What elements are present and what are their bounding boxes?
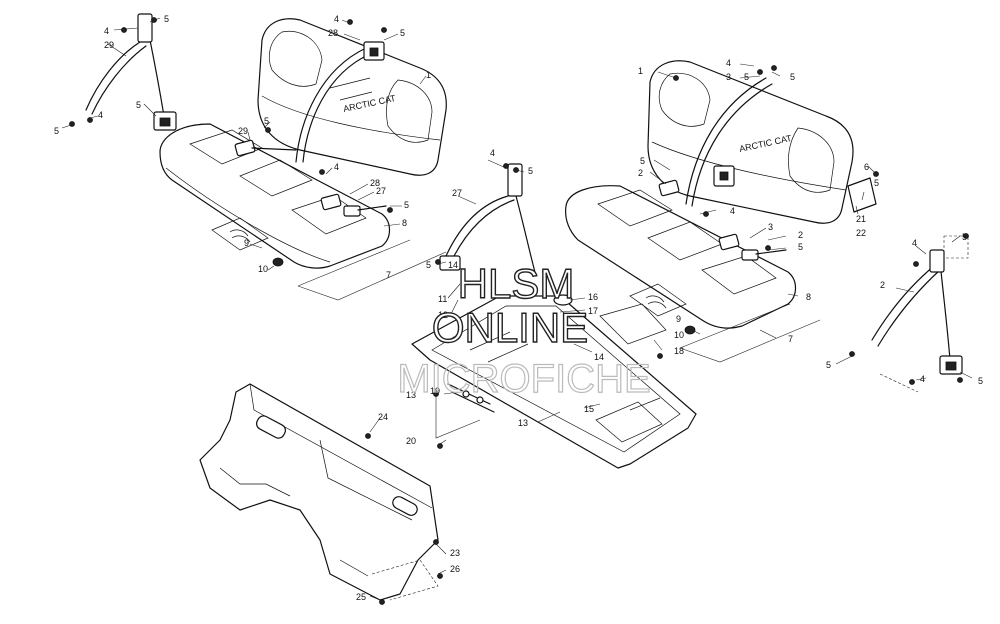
callout: 4: [920, 374, 925, 384]
callout: 26: [450, 564, 460, 574]
callout: 1: [638, 66, 643, 76]
callout: 20: [406, 436, 416, 446]
callout: 5: [426, 260, 431, 270]
right-seat-belt-upper[interactable]: [685, 77, 773, 207]
callout: 9: [676, 314, 681, 324]
callout: 5: [962, 232, 967, 242]
callout: 5: [744, 72, 749, 82]
callout: 29: [104, 40, 114, 50]
callout: 4: [334, 14, 339, 24]
right-seat-bumper: [684, 325, 696, 335]
callout: 18: [674, 346, 684, 356]
callout: 5: [826, 360, 831, 370]
callout: 28: [370, 178, 380, 188]
left-seat-belt-upper[interactable]: [295, 41, 385, 163]
right-seat-belt-buckles[interactable]: [658, 179, 787, 261]
callout: 6: [864, 162, 869, 172]
callout: 4: [490, 148, 495, 158]
callout: 12: [438, 310, 448, 320]
callout: 5: [640, 156, 645, 166]
callout: 24: [378, 412, 388, 422]
hinge-bracket-line: [435, 396, 481, 439]
watermark: HLSM ONLINE MICROFICHE: [397, 259, 652, 401]
callout: 27: [452, 188, 462, 198]
callout: 4: [912, 238, 917, 248]
leader-lines: [61, 17, 973, 601]
watermark-line3: MICROFICHE: [397, 357, 650, 401]
callout: 4: [334, 162, 339, 172]
callout: 11: [438, 294, 447, 304]
callout: 27: [376, 186, 386, 196]
right-seat-mount-bracket: [847, 177, 877, 213]
callout: 16: [588, 292, 598, 302]
right-outer-seat-belt[interactable]: [871, 235, 969, 393]
callout: 5: [54, 126, 59, 136]
callout: 7: [386, 270, 391, 280]
callout: 21: [856, 214, 866, 224]
left-seat-bracket-line: [297, 239, 447, 301]
callout: 2: [798, 230, 803, 240]
watermark-line1: HLSM: [458, 260, 575, 307]
callout-labels: 5 4 29 5 5 4 4 28 5 1 29 5 4 28 27 5 8 9…: [54, 14, 983, 602]
right-seat-pad: [629, 283, 687, 317]
callout: 2: [638, 168, 643, 178]
callout: 7: [788, 334, 793, 344]
callout: 5: [404, 200, 409, 210]
hardware-fasteners: [69, 17, 969, 605]
callout: 10: [674, 330, 684, 340]
callout: 5: [798, 242, 803, 252]
center-seat-belt[interactable]: [439, 163, 537, 277]
callout: 10: [258, 264, 268, 274]
callout: 5: [164, 14, 169, 24]
callout: 4: [730, 206, 735, 216]
callout: 5: [978, 376, 983, 386]
callout: 2: [880, 280, 885, 290]
callout: 5: [136, 100, 141, 110]
left-seat-backrest[interactable]: ARCTIC CAT: [257, 18, 447, 176]
callout: 3: [726, 72, 731, 82]
callout: 17: [588, 306, 598, 316]
callout: 4: [98, 110, 103, 120]
callout: 5: [790, 72, 795, 82]
callout: 8: [402, 218, 407, 228]
callout: 9: [244, 238, 249, 248]
watermark-line2: ONLINE: [432, 304, 588, 351]
callout: 25: [356, 592, 366, 602]
right-seat-bracket-line: [679, 303, 821, 363]
left-seat-bumper: [272, 257, 284, 267]
callout: 29: [238, 126, 248, 136]
callout: 22: [856, 228, 866, 238]
callout: 14: [594, 352, 604, 362]
left-seat-pad: [211, 217, 269, 251]
callout: 19: [430, 386, 440, 396]
callout: 28: [328, 28, 338, 38]
callout: 1: [426, 70, 431, 80]
callout: 15: [584, 404, 594, 414]
callout: 13: [406, 390, 416, 400]
callout: 3: [768, 222, 773, 232]
callout: 5: [264, 116, 269, 126]
callout: 5: [874, 178, 879, 188]
left-outer-seat-belt[interactable]: [85, 13, 177, 131]
rear-bulkhead-panel[interactable]: [199, 383, 439, 601]
callout: 5: [400, 28, 405, 38]
callout: 5: [528, 166, 533, 176]
callout: 14: [448, 260, 458, 270]
callout: 4: [104, 26, 109, 36]
center-floor-hinge: [447, 383, 495, 413]
left-seat-cushion[interactable]: [159, 123, 391, 269]
right-seat-backrest[interactable]: ARCTIC CAT: [647, 60, 854, 224]
callout: 8: [806, 292, 811, 302]
left-seat-belt-buckles[interactable]: [234, 139, 387, 217]
callout: 4: [726, 58, 731, 68]
callout: 23: [450, 548, 460, 558]
callout: 13: [518, 418, 528, 428]
